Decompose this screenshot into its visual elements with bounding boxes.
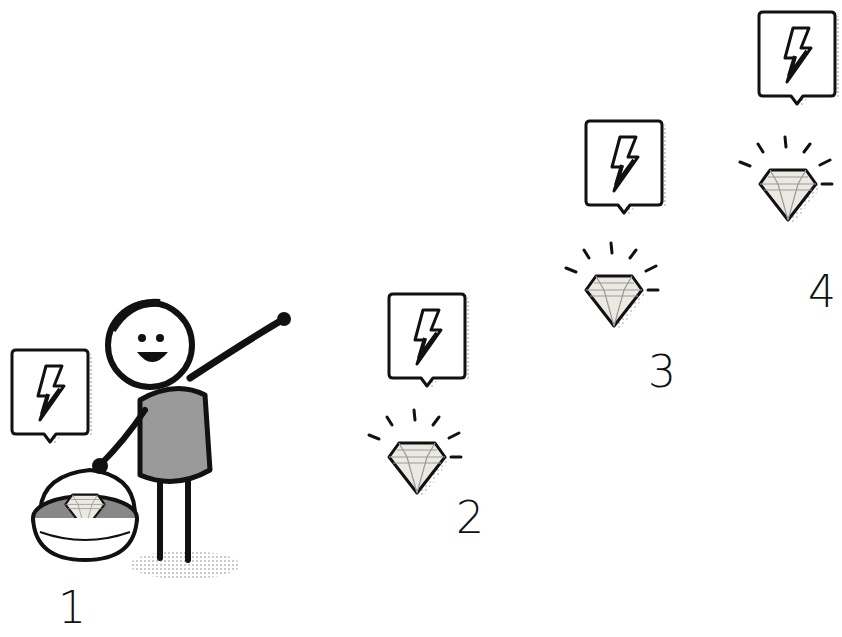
- bolt-bubble: [586, 121, 666, 216]
- gem: [760, 170, 820, 224]
- bolt-bubble: [389, 294, 469, 389]
- bolt-bubble: [759, 12, 839, 107]
- callout-number: 2: [456, 496, 484, 540]
- callout-number: 3: [648, 350, 676, 394]
- callout-number: 4: [808, 270, 836, 314]
- callout-number: 1: [58, 586, 86, 630]
- bolt-bubble: [12, 350, 92, 445]
- gem: [389, 443, 449, 497]
- gem: [586, 276, 646, 330]
- basket: [33, 470, 137, 560]
